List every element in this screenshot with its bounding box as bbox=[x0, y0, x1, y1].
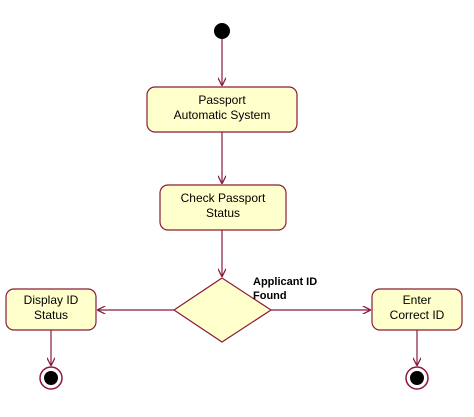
guard-label-line1: Applicant ID bbox=[253, 276, 317, 288]
check-status-label-line2: Status bbox=[206, 206, 240, 220]
activity-passport-system: Passport Automatic System bbox=[146, 86, 298, 133]
enter-id-label-line2: Correct ID bbox=[390, 308, 445, 322]
passport-system-label-line1: Passport bbox=[198, 93, 246, 107]
activity-display-id: Display ID Status bbox=[5, 288, 97, 331]
start-node bbox=[214, 23, 230, 39]
guard-label-line2: Found bbox=[253, 290, 287, 302]
decision-diamond bbox=[172, 277, 273, 343]
display-id-label-line2: Status bbox=[34, 308, 68, 322]
end-node-right bbox=[405, 366, 429, 390]
enter-id-label-line1: Enter bbox=[403, 293, 432, 307]
passport-system-label-line2: Automatic System bbox=[174, 108, 271, 122]
activity-enter-id: Enter Correct ID bbox=[371, 288, 463, 331]
display-id-label-line1: Display ID bbox=[24, 293, 79, 307]
check-status-label-line1: Check Passport bbox=[181, 191, 266, 205]
end-node-left bbox=[39, 366, 63, 390]
activity-check-status: Check Passport Status bbox=[159, 184, 287, 231]
